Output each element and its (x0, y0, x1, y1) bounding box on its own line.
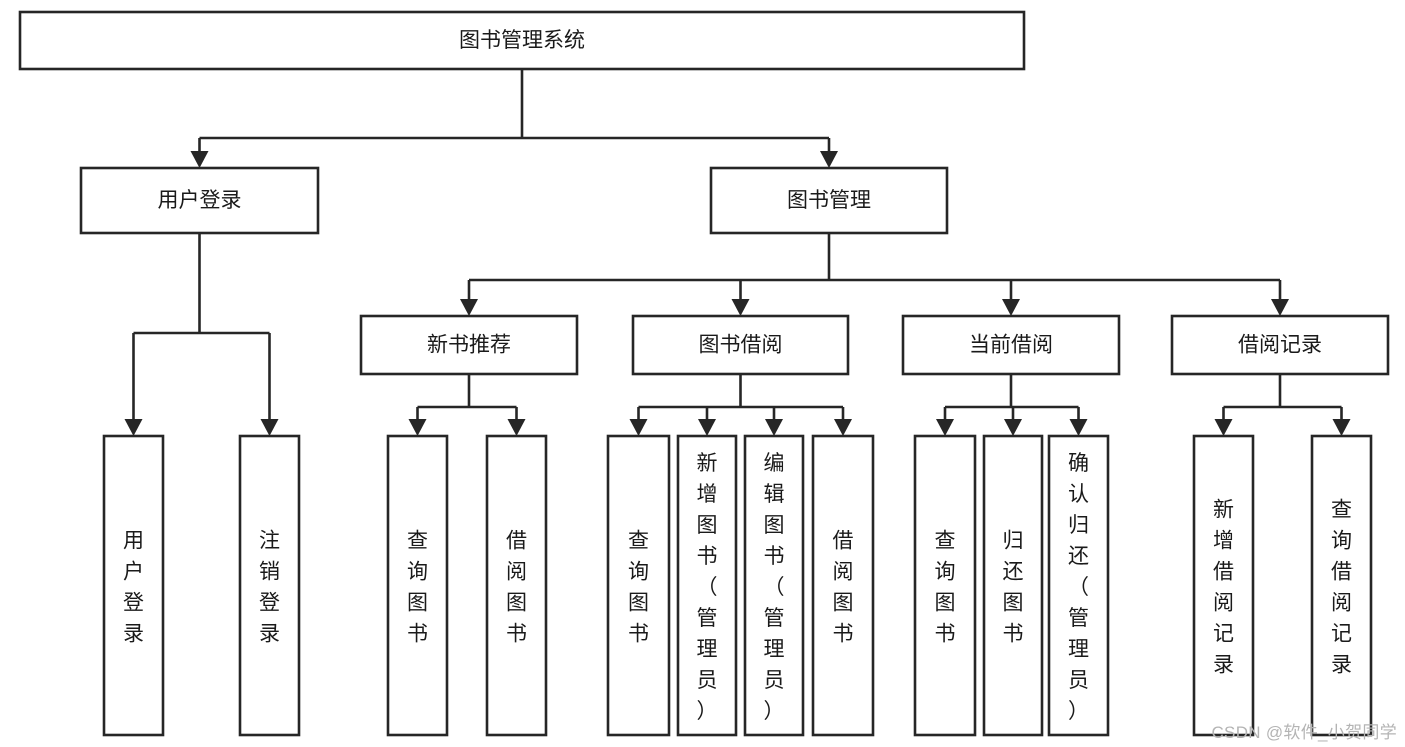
node-root-box[interactable] (18, 10, 1026, 71)
node-leaf-query-book-3-label: 查询图书 (935, 530, 956, 646)
node-leaf-borrow-book-1-label: 借阅图书 (506, 530, 527, 646)
connector-group-book-manage (460, 233, 1289, 316)
node-borrow-record[interactable]: 借阅记录 (1170, 314, 1390, 376)
node-user-login[interactable]: 用户登录 (79, 166, 320, 235)
connector-group-book-borrow (629, 374, 852, 436)
node-new-book-recommend[interactable]: 新书推荐 (359, 314, 579, 376)
connector-group-root (190, 69, 838, 168)
node-leaf-add-borrow-record-label: 新增借阅记录 (1213, 499, 1234, 677)
node-leaf-add-book-label: 新增图书（管理员） (697, 452, 718, 723)
node-leaf-user-logout-box[interactable] (238, 434, 301, 737)
node-current-borrow[interactable]: 当前借阅 (901, 314, 1121, 376)
node-leaf-query-book-3[interactable]: 查询图书 (913, 434, 977, 737)
node-root-label: 图书管理系统 (459, 29, 585, 52)
node-leaf-edit-book-label: 编辑图书（管理员） (764, 452, 785, 723)
node-leaf-query-book-3-box[interactable] (913, 434, 977, 737)
arrow-head-icon (1214, 419, 1233, 436)
node-book-borrow[interactable]: 图书借阅 (631, 314, 850, 376)
node-leaf-query-book-2-label: 查询图书 (628, 530, 649, 646)
arrow-head-icon (260, 419, 279, 436)
arrow-head-icon (731, 299, 750, 316)
node-leaf-return-book-box[interactable] (982, 434, 1044, 737)
nodes-layer: 图书管理系统用户登录图书管理新书推荐图书借阅当前借阅借阅记录用户登录注销登录查询… (18, 10, 1390, 737)
node-user-login-label: 用户登录 (158, 189, 242, 212)
node-book-manage-label: 图书管理 (787, 189, 871, 212)
node-leaf-query-borrow-record-label: 查询借阅记录 (1331, 499, 1352, 677)
node-book-manage-box[interactable] (709, 166, 949, 235)
node-leaf-confirm-return[interactable]: 确认归还（管理员） (1047, 434, 1110, 737)
arrow-head-icon (190, 151, 209, 168)
node-leaf-return-book[interactable]: 归还图书 (982, 434, 1044, 737)
node-current-borrow-box[interactable] (901, 314, 1121, 376)
arrow-head-icon (460, 299, 478, 316)
node-leaf-add-borrow-record-box[interactable] (1192, 434, 1255, 737)
arrow-head-icon (820, 151, 838, 168)
node-leaf-add-book[interactable]: 新增图书（管理员） (676, 434, 738, 737)
arrow-head-icon (124, 419, 143, 436)
node-leaf-borrow-book-2[interactable]: 借阅图书 (811, 434, 875, 737)
connectors-layer (124, 69, 1351, 436)
node-leaf-query-book-1-box[interactable] (386, 434, 449, 737)
arrow-head-icon (1002, 299, 1020, 316)
arrow-head-icon (936, 419, 954, 436)
node-leaf-user-login-box[interactable] (102, 434, 165, 737)
node-borrow-record-label: 借阅记录 (1238, 334, 1322, 357)
node-leaf-borrow-book-2-label: 借阅图书 (833, 530, 854, 646)
node-leaf-confirm-return-label: 确认归还（管理员） (1068, 452, 1089, 723)
node-leaf-user-logout[interactable]: 注销登录 (238, 434, 301, 737)
node-book-manage[interactable]: 图书管理 (709, 166, 949, 235)
node-leaf-query-book-2[interactable]: 查询图书 (606, 434, 671, 737)
arrow-head-icon (765, 419, 783, 436)
node-leaf-user-login-label: 用户登录 (123, 530, 144, 646)
node-leaf-user-login[interactable]: 用户登录 (102, 434, 165, 737)
node-current-borrow-label: 当前借阅 (969, 334, 1053, 357)
node-leaf-query-borrow-record[interactable]: 查询借阅记录 (1310, 434, 1373, 737)
node-leaf-confirm-return-box[interactable] (1047, 434, 1110, 737)
node-leaf-query-borrow-record-box[interactable] (1310, 434, 1373, 737)
node-leaf-query-book-1[interactable]: 查询图书 (386, 434, 449, 737)
node-leaf-query-book-2-box[interactable] (606, 434, 671, 737)
arrow-head-icon (507, 419, 526, 436)
node-leaf-add-book-box[interactable] (676, 434, 738, 737)
arrow-head-icon (698, 419, 716, 436)
connector-group-borrow-record (1214, 374, 1351, 436)
node-new-book-recommend-label: 新书推荐 (427, 334, 511, 357)
watermark: CSDN @软件_小贺同学 (1211, 723, 1397, 742)
node-leaf-add-borrow-record[interactable]: 新增借阅记录 (1192, 434, 1255, 737)
arrow-head-icon (834, 419, 852, 436)
connector-group-user-login (124, 233, 279, 436)
connector-group-current-borrow (936, 374, 1088, 436)
node-leaf-edit-book[interactable]: 编辑图书（管理员） (743, 434, 805, 737)
node-root[interactable]: 图书管理系统 (18, 10, 1026, 71)
arrow-head-icon (1271, 299, 1289, 316)
node-leaf-borrow-book-1-box[interactable] (485, 434, 548, 737)
arrow-head-icon (1069, 419, 1088, 436)
node-leaf-edit-book-box[interactable] (743, 434, 805, 737)
arrow-head-icon (629, 419, 648, 436)
node-leaf-borrow-book-2-box[interactable] (811, 434, 875, 737)
node-leaf-borrow-book-1[interactable]: 借阅图书 (485, 434, 548, 737)
node-book-borrow-box[interactable] (631, 314, 850, 376)
node-borrow-record-box[interactable] (1170, 314, 1390, 376)
connector-group-new-book-recommend (408, 374, 526, 436)
node-leaf-return-book-label: 归还图书 (1003, 530, 1024, 646)
node-user-login-box[interactable] (79, 166, 320, 235)
arrow-head-icon (1004, 419, 1022, 436)
node-new-book-recommend-box[interactable] (359, 314, 579, 376)
arrow-head-icon (1332, 419, 1351, 436)
node-leaf-user-logout-label: 注销登录 (259, 530, 280, 646)
node-leaf-query-book-1-label: 查询图书 (407, 530, 428, 646)
arrow-head-icon (408, 419, 427, 436)
node-book-borrow-label: 图书借阅 (699, 334, 783, 357)
